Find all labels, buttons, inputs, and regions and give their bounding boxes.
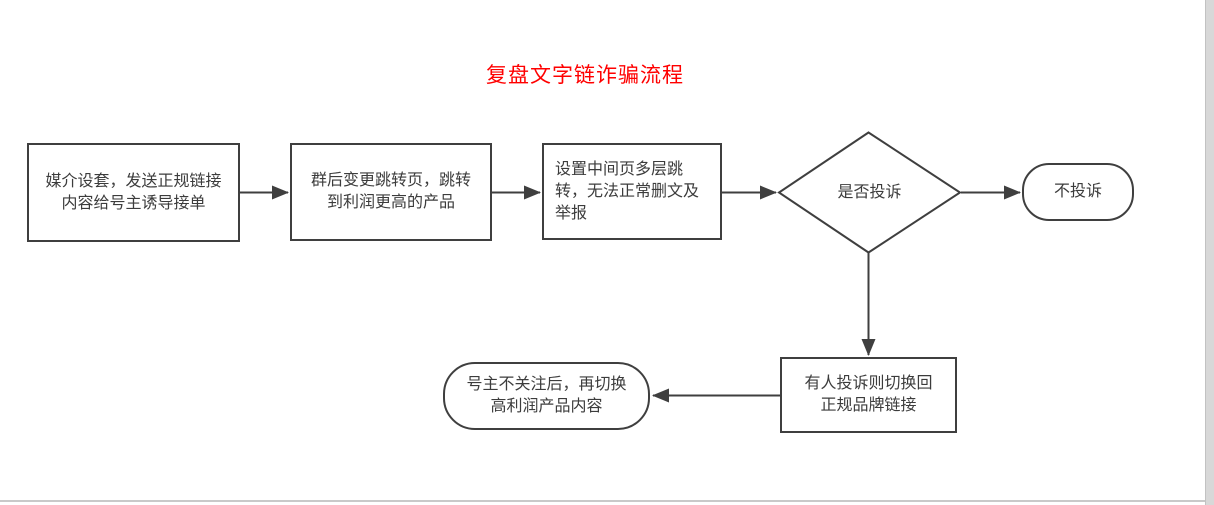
page-title: 复盘文字链诈骗流程: [486, 64, 684, 87]
decision-diamond: [777, 131, 962, 254]
step1-box: [27, 143, 240, 242]
step2-label: 群后变更跳转页，跳转 到利润更高的产品: [310, 172, 471, 211]
scrollbar-track[interactable]: [1205, 0, 1214, 505]
switch-back-label: 号主不关注后，再切换 高利润产品内容: [466, 376, 627, 415]
no-complaint-pill: [1022, 163, 1134, 221]
step3-label: 设置中间页多层跳 转，无法正常删文及 举报: [555, 160, 700, 222]
decision-label: 是否投诉: [837, 183, 902, 201]
complaint-switch-box: [780, 357, 957, 433]
switch-back-pill: [443, 362, 650, 430]
step3-box: [542, 143, 722, 240]
step2-box: [290, 143, 492, 241]
bottom-divider: [0, 500, 1214, 502]
complaint-switch-label: 有人投诉则切换回 正规品牌链接: [804, 375, 933, 414]
no-complaint-label: 不投诉: [1053, 183, 1102, 200]
step1-label: 媒介设套，发送正规链接 内容给号主诱导接单: [45, 172, 222, 212]
